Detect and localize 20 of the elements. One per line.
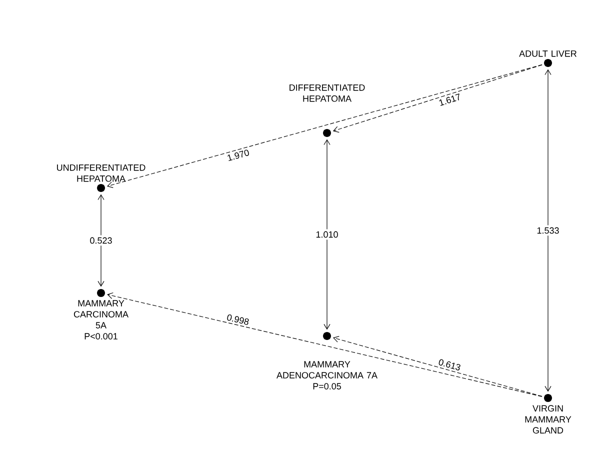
arrow xyxy=(544,69,552,392)
node-label: ADULT LIVER xyxy=(519,50,576,57)
arrow xyxy=(332,336,542,397)
node-label: DIFFERENTIATED HEPATOMA xyxy=(290,84,365,102)
edge-label: 0.613 xyxy=(438,359,460,370)
arrow xyxy=(324,139,330,330)
edge-label: 1.533 xyxy=(534,225,562,236)
arrow xyxy=(107,292,542,397)
edge-label: 1.617 xyxy=(439,94,460,106)
node-label: MAMMARY CARCINOMA 5A P<0.001 xyxy=(74,300,128,340)
node-label: MAMMARY ADENOCARCINOMA 7A P=0.05 xyxy=(276,361,378,390)
node-label: UNDIFFERENTIATED HEPATOMA xyxy=(57,164,146,182)
edge-label: 1.970 xyxy=(228,150,249,162)
arrow xyxy=(332,64,542,133)
edge-label: 1.010 xyxy=(314,229,340,240)
edge-label: 0.998 xyxy=(227,314,249,325)
arrow xyxy=(98,194,104,287)
arrow xyxy=(106,64,542,188)
edge-label: 0.523 xyxy=(88,235,114,246)
node-label: VIRGIN MAMMARY GLAND xyxy=(525,405,572,434)
